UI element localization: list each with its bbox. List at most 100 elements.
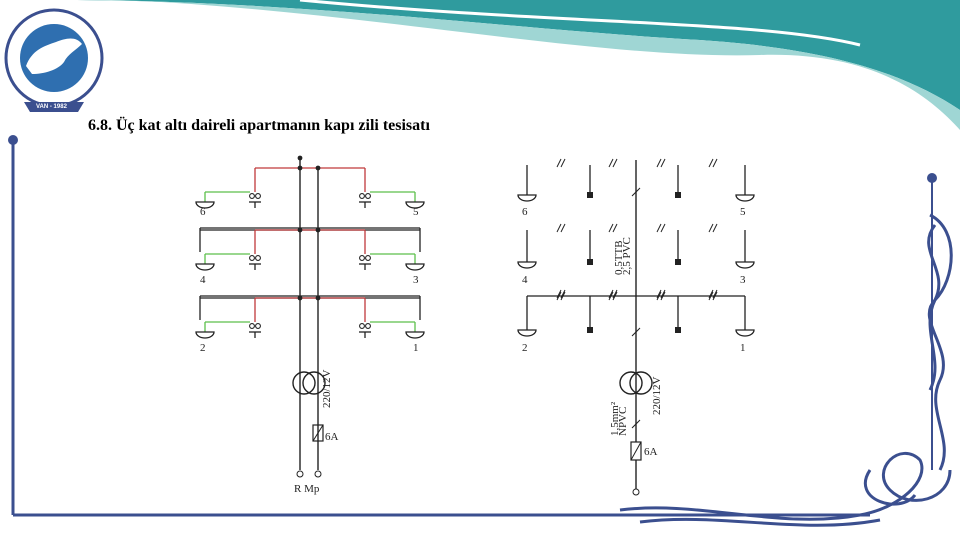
cable-tick	[608, 289, 614, 299]
bell-right-icon	[735, 329, 755, 337]
transformer-coil-icon	[292, 371, 316, 395]
pushbutton-right-icon	[359, 255, 371, 270]
cable-tick	[560, 289, 566, 299]
button-contact-icon	[249, 255, 255, 261]
floor-label: 3	[413, 274, 419, 286]
floor-label: 6	[522, 206, 528, 218]
riser-top-dot	[297, 155, 303, 161]
cable-tick	[708, 158, 714, 168]
cable-tick	[556, 223, 562, 233]
button-contact-icon	[365, 323, 371, 329]
cable-tick	[608, 158, 614, 168]
floor-label: 2	[522, 342, 528, 354]
cable-tick	[612, 291, 618, 301]
supply-label: R Mp	[294, 483, 320, 495]
button-contact-icon	[365, 193, 371, 199]
floor-label: 4	[522, 274, 528, 286]
pushbutton-left-icon	[249, 323, 261, 338]
junction-dot	[297, 165, 303, 171]
supply-cable-label: 1,5mm²	[609, 401, 621, 436]
riser-tick	[631, 327, 641, 337]
floor-label: 5	[413, 206, 419, 218]
university-logo	[4, 8, 104, 112]
right-border-dot	[927, 173, 937, 183]
cable-tick	[560, 291, 566, 301]
cable-tick	[712, 291, 718, 301]
riser-cable-label: 2,5 PVC	[621, 237, 633, 275]
pushbutton-right-icon	[359, 193, 371, 208]
cable-tick	[612, 223, 618, 233]
cable-tick	[712, 289, 718, 299]
cable-tick	[556, 289, 562, 299]
fuse-slash	[312, 424, 324, 442]
floor-label: 3	[740, 274, 746, 286]
pushbutton-right-icon	[675, 259, 681, 265]
button-contact-icon	[359, 255, 365, 261]
button-contact-icon	[359, 323, 365, 329]
bell-right-icon	[405, 331, 425, 339]
terminal-icon	[632, 488, 640, 496]
supply-cable-label: NPVC	[617, 407, 629, 436]
cable-tick	[612, 158, 618, 168]
left-diagram: 6 5 4 3 2 1 220/12V 6A R Mp	[195, 155, 425, 495]
cable-tick	[656, 291, 662, 301]
floor-label: 5	[740, 206, 746, 218]
floor-label: 1	[740, 342, 746, 354]
pushbutton-right-icon	[675, 327, 681, 333]
transformer-coil-icon	[629, 371, 653, 395]
bell-left-icon	[195, 331, 215, 339]
cable-tick	[660, 289, 666, 299]
pushbutton-right-icon	[675, 192, 681, 198]
cable-tick	[656, 289, 662, 299]
bell-left-icon	[517, 194, 537, 202]
fuse-label: 6A	[325, 431, 339, 443]
cable-tick	[556, 291, 562, 301]
button-contact-icon	[255, 255, 261, 261]
bell-right-icon	[735, 261, 755, 269]
cable-tick	[660, 223, 666, 233]
fuse-slash	[630, 441, 642, 461]
left-border-dot	[8, 135, 18, 145]
cable-tick	[712, 223, 718, 233]
cable-tick	[656, 158, 662, 168]
floor-label: 6	[200, 206, 206, 218]
bell-left-icon	[517, 261, 537, 269]
button-contact-icon	[255, 323, 261, 329]
cable-tick	[660, 291, 666, 301]
pushbutton-right-icon	[359, 323, 371, 338]
bell-left-icon	[195, 201, 215, 209]
pushbutton-left-icon	[249, 255, 261, 270]
supply-tick	[631, 419, 641, 429]
junction-dot	[315, 165, 321, 171]
terminal-icon	[314, 470, 322, 478]
cable-tick	[560, 223, 566, 233]
pushbutton-left-icon	[587, 192, 593, 198]
cable-tick	[708, 289, 714, 299]
logo-caption: VAN - 1982	[36, 104, 67, 110]
cable-tick	[556, 158, 562, 168]
pushbutton-left-icon	[587, 327, 593, 333]
top-swoosh-light	[60, 0, 960, 130]
button-contact-icon	[365, 255, 371, 261]
bell-left-icon	[195, 263, 215, 271]
floor-label: 1	[413, 342, 419, 354]
floor-label: 4	[200, 274, 206, 286]
bell-right-icon	[735, 194, 755, 202]
junction-dot	[297, 295, 303, 301]
button-contact-icon	[359, 193, 365, 199]
cable-tick	[708, 223, 714, 233]
cable-tick	[712, 158, 718, 168]
fuse-label: 6A	[644, 446, 658, 458]
slide-title: 6.8. Üç kat altı daireli apartmanın kapı…	[88, 117, 430, 134]
transformer-label: 220/12V	[321, 369, 333, 408]
transformer-coil-icon	[302, 371, 326, 395]
bell-right-icon	[405, 201, 425, 209]
cable-tick	[612, 289, 618, 299]
button-contact-icon	[249, 193, 255, 199]
floor-label: 2	[200, 342, 206, 354]
pushbutton-left-icon	[587, 259, 593, 265]
bell-left-icon	[517, 329, 537, 337]
